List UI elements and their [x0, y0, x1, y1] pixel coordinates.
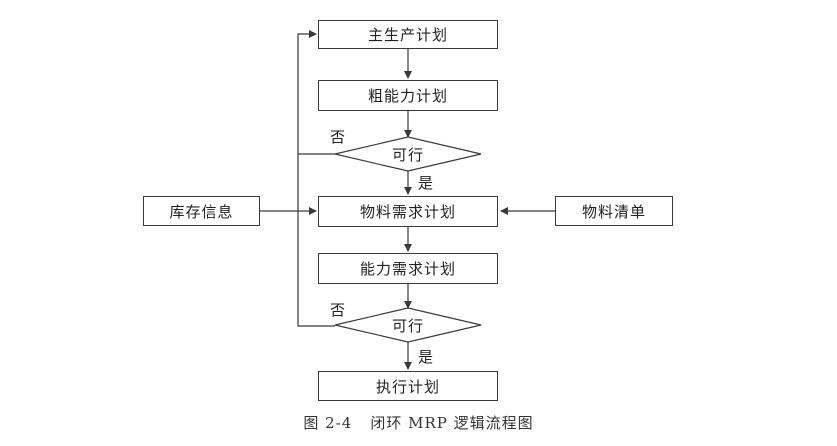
node-material-requirements: 物料需求计划 — [318, 196, 498, 227]
node-inventory-info: 库存信息 — [143, 196, 260, 226]
edge-label-yes-1: 是 — [418, 174, 434, 192]
node-master-schedule: 主生产计划 — [318, 20, 498, 49]
decision-feasible-2: 可行 — [335, 308, 481, 342]
node-bill-of-materials-label: 物料清单 — [581, 202, 646, 221]
decision-feasible-2-label: 可行 — [391, 316, 424, 335]
node-rough-capacity-label: 粗能力计划 — [367, 87, 448, 105]
figure-number: 图 2-4 — [303, 414, 353, 432]
decision-feasible-2-shape — [334, 307, 482, 343]
figure-caption: 图 2-4 闭环 MRP 逻辑流程图 — [0, 412, 837, 433]
edge-label-no-2: 否 — [330, 301, 346, 319]
node-execution-plan: 执行计划 — [318, 371, 498, 401]
decision-feasible-1: 可行 — [335, 137, 481, 171]
node-master-schedule-label: 主生产计划 — [367, 26, 448, 44]
node-bill-of-materials: 物料清单 — [555, 196, 673, 226]
figure-title: 闭环 MRP 逻辑流程图 — [370, 414, 534, 432]
loop-feasible-2-no — [297, 154, 335, 327]
node-execution-plan-label: 执行计划 — [375, 377, 440, 396]
edge-label-no-1: 否 — [330, 128, 346, 146]
decision-feasible-1-label: 可行 — [391, 145, 424, 164]
flowchart-connectors — [260, 30, 555, 370]
node-rough-capacity: 粗能力计划 — [318, 80, 498, 111]
loop-feasible-1-no — [297, 30, 335, 155]
edge-label-yes-2: 是 — [418, 348, 434, 366]
decision-feasible-1-shape — [334, 136, 482, 172]
node-inventory-info-label: 库存信息 — [169, 202, 234, 221]
node-capacity-requirements: 能力需求计划 — [318, 253, 498, 284]
node-capacity-requirements-label: 能力需求计划 — [359, 260, 456, 278]
node-material-requirements-label: 物料需求计划 — [359, 203, 456, 221]
